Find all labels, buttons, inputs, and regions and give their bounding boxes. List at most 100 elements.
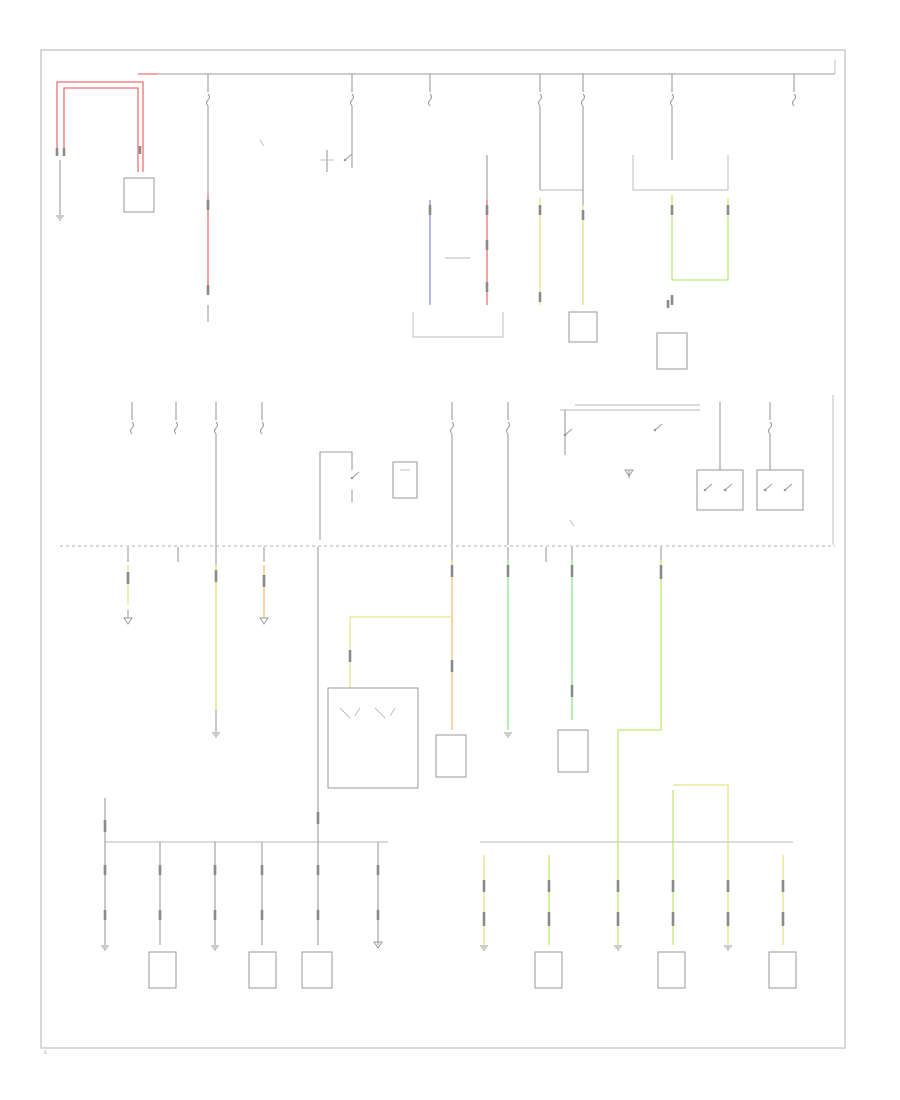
connector-mark <box>670 295 674 305</box>
connector-mark <box>538 205 542 215</box>
battery-cable-red <box>56 81 144 172</box>
wire-yellow-728 <box>673 784 729 945</box>
connector-arrow <box>624 469 634 477</box>
connector-mark <box>158 865 162 875</box>
connector-mark <box>726 880 730 892</box>
load-box <box>768 951 797 989</box>
connector-mark <box>376 910 380 920</box>
horn-relay-box <box>568 311 598 343</box>
connector-mark <box>538 292 542 302</box>
load-box <box>148 951 177 989</box>
connector-mark <box>581 210 585 220</box>
connector-mark <box>726 205 730 215</box>
connector-mark <box>616 912 620 926</box>
connector-mark <box>726 912 730 926</box>
switch-blade <box>351 471 360 479</box>
connector-mark <box>671 912 675 926</box>
connector-mark <box>781 912 785 926</box>
connector-mark <box>376 865 380 875</box>
control-module-box <box>327 687 419 789</box>
connector-mark <box>670 205 674 215</box>
connector-mark <box>570 685 574 697</box>
connector-mark <box>666 300 670 308</box>
fuse-symbol <box>449 421 455 435</box>
connector-mark <box>206 285 210 295</box>
fuse-symbol <box>537 93 543 107</box>
connector-mark <box>781 880 785 892</box>
wire-yellow-branch <box>349 616 452 690</box>
switch-blade <box>784 483 793 491</box>
connector-arrow <box>373 941 383 949</box>
fuse-symbol <box>129 421 135 435</box>
instrument-cluster-outline <box>412 312 504 338</box>
connector-mark <box>506 565 510 577</box>
connector-mark <box>103 865 107 875</box>
fuse-symbol <box>173 421 179 435</box>
starter-relay-box <box>123 177 155 213</box>
connector-mark <box>671 880 675 892</box>
connector-mark <box>316 865 320 875</box>
load-box <box>301 951 333 989</box>
fuse-symbol <box>505 421 511 435</box>
relay-jumper <box>632 155 729 191</box>
fuse-symbol <box>427 93 433 107</box>
load-box <box>657 951 686 989</box>
connector-mark <box>659 565 663 579</box>
connector-mark <box>103 820 107 832</box>
connector-arrow <box>259 617 269 625</box>
module-switches <box>339 707 396 719</box>
diagram-frame <box>40 49 846 1049</box>
connector-mark <box>214 570 218 582</box>
switch-blade <box>654 423 663 431</box>
connector-arrow <box>123 617 133 625</box>
component-box-452 <box>435 734 467 778</box>
connector-mark <box>570 565 574 577</box>
connector-mark <box>158 910 162 920</box>
relay-control-wire <box>319 451 353 540</box>
fuse-symbol <box>580 93 586 107</box>
connector-mark <box>450 565 454 577</box>
connector-mark <box>450 660 454 672</box>
wire-lime-loop <box>672 198 729 281</box>
corner-label: S <box>44 1050 47 1055</box>
connector-mark <box>316 910 320 920</box>
connector-mark <box>547 912 551 926</box>
wire-lime-branch <box>617 729 661 790</box>
fuse-symbol <box>349 93 355 107</box>
tick <box>569 519 575 527</box>
switch-blade <box>724 483 733 491</box>
switch-blade <box>564 428 573 436</box>
connector-mark <box>213 865 217 875</box>
fuse-symbol <box>669 93 675 107</box>
connector-mark <box>206 200 210 210</box>
battery-cable-red-2 <box>63 87 139 172</box>
load-box <box>248 951 277 989</box>
load-box <box>534 951 563 989</box>
fuse-symbol <box>259 421 265 435</box>
fuse-symbol <box>791 93 797 107</box>
engine-control-module-box <box>656 332 688 370</box>
fuse-symbol <box>205 93 211 107</box>
connector-mark <box>260 865 264 875</box>
fuse-symbol <box>767 421 773 435</box>
battery-terminal-mark <box>55 148 59 156</box>
connector-mark <box>616 880 620 892</box>
connector-mark <box>213 910 217 920</box>
connector-mark <box>348 650 352 662</box>
connector-mark <box>260 910 264 920</box>
component-box-572 <box>557 729 589 773</box>
connector-mark <box>316 812 320 824</box>
switch-blade <box>704 483 713 491</box>
switch-blade <box>344 153 353 161</box>
relay-box <box>392 461 418 499</box>
connector-mark <box>547 880 551 892</box>
connector-mark <box>138 146 142 154</box>
battery-terminal-mark <box>62 148 66 156</box>
connector-mark <box>482 880 486 892</box>
connector-mark <box>482 912 486 926</box>
connector-mark <box>485 205 489 215</box>
connector-mark <box>262 575 266 587</box>
fuse-symbol <box>213 421 219 435</box>
connector-mark <box>103 910 107 920</box>
